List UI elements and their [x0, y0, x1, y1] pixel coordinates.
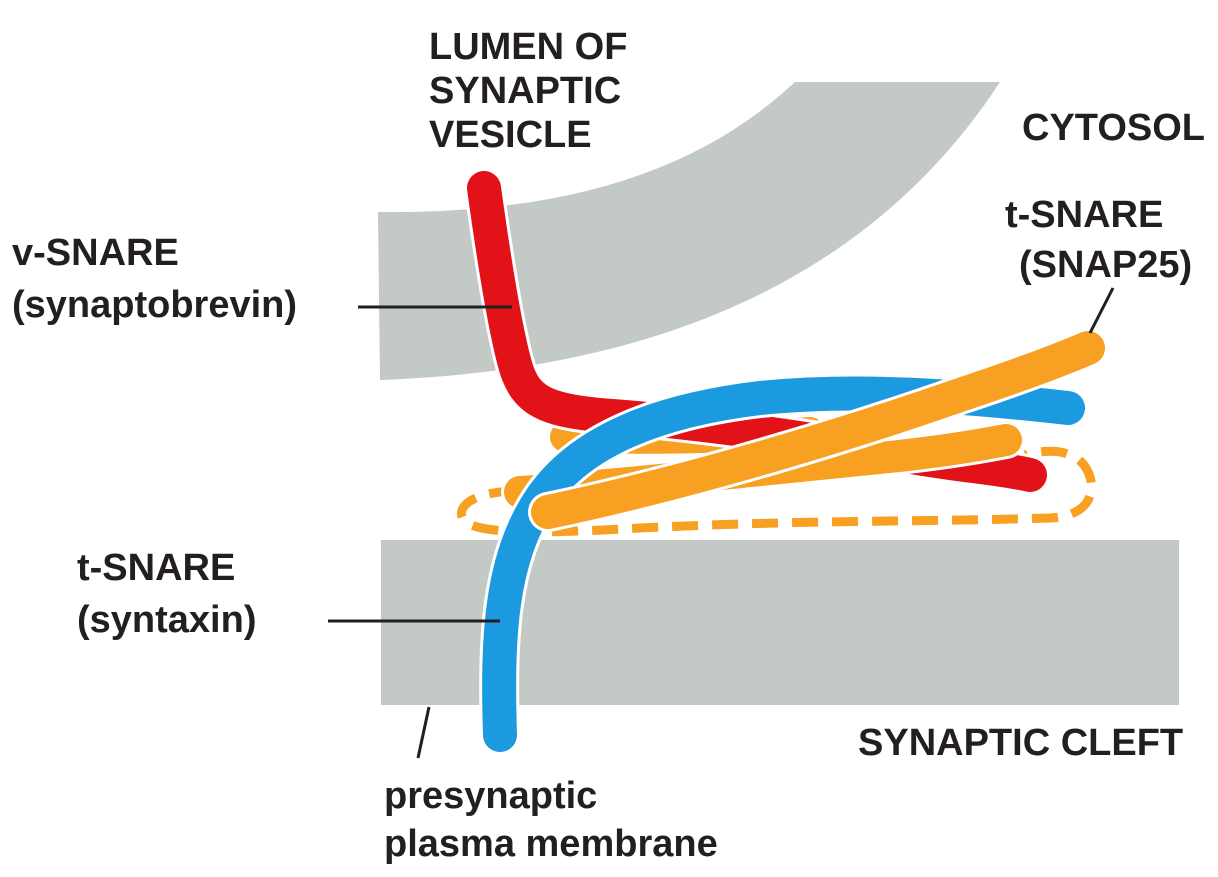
label-presynaptic-membrane: presynaptic plasma membrane: [384, 775, 718, 865]
label-lumen: LUMEN OF SYNAPTIC VESICLE: [429, 26, 638, 156]
label-v-snare: v-SNARE (synaptobrevin): [12, 232, 297, 326]
label-t-snare-snap25: t-SNARE (SNAP25): [1005, 194, 1192, 286]
label-synaptic-cleft: SYNAPTIC CLEFT: [858, 722, 1183, 764]
snap25-leader: [1090, 288, 1113, 333]
label-t-snare-syntaxin: t-SNARE (syntaxin): [77, 547, 256, 641]
label-cytosol: CYTOSOL: [1022, 107, 1205, 149]
membrane-leader: [418, 707, 429, 758]
